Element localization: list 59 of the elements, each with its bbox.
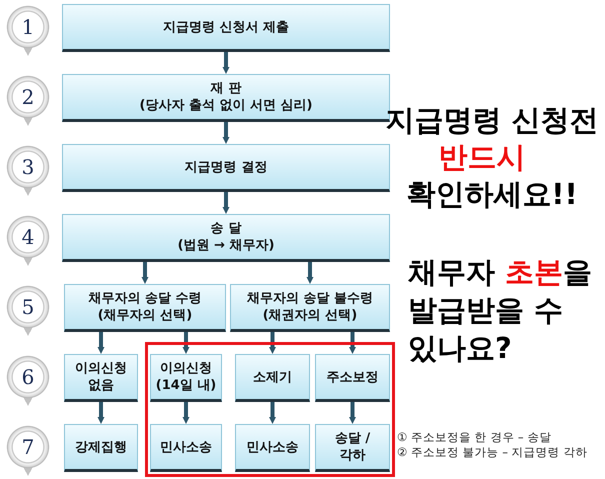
box-label: 민사소송	[160, 438, 212, 456]
step-number: 4	[20, 225, 36, 249]
callout-text: 채무자 초본을 발급받을 수 있나요?	[408, 254, 594, 367]
process-box	[64, 284, 226, 332]
box-title: 송 달	[210, 220, 242, 237]
box-title: 이의신청	[160, 360, 212, 377]
box-label: 송달 / 각하	[334, 430, 372, 464]
process-box	[235, 424, 310, 472]
process-box	[62, 214, 390, 262]
arrow	[222, 192, 230, 214]
box-label: 강제집행	[75, 438, 127, 456]
arrow	[182, 332, 190, 354]
arrow	[98, 402, 104, 424]
step-number: 1	[20, 15, 36, 39]
callout-text: 반드시	[438, 139, 526, 176]
arrow	[349, 332, 356, 354]
process-box	[230, 284, 390, 332]
process-box	[235, 354, 310, 402]
callout-text: 확인하세요!!	[405, 176, 579, 213]
box-label: 지급명령 신청서 제출	[162, 18, 290, 36]
step-number: 5	[20, 295, 36, 319]
process-box	[64, 424, 138, 472]
box-label: 소제기	[253, 368, 292, 386]
box-subtitle: (법원 → 채무자)	[178, 237, 274, 254]
step-number: 7	[20, 435, 36, 459]
step-number: 6	[20, 365, 36, 389]
process-box	[62, 4, 390, 52]
process-box	[150, 354, 222, 402]
box-subtitle: (채무자의 선택)	[98, 307, 192, 324]
arrow	[306, 262, 314, 284]
box-subtitle: (당사자 출석 없이 서면 심리)	[140, 97, 312, 114]
process-box	[62, 144, 390, 192]
box-label: 이의신청 없음	[74, 360, 128, 394]
box-title: 재 판	[210, 80, 242, 97]
arrow	[222, 52, 230, 74]
arrow	[269, 332, 276, 354]
box-label: 지급명령 결정	[184, 158, 268, 176]
process-box	[64, 354, 138, 402]
process-box	[315, 424, 390, 472]
step-number: 3	[20, 155, 36, 179]
box-title: 채무자의 송달 불수령	[246, 290, 374, 307]
box-title: 채무자의 송달 수령	[88, 290, 202, 307]
arrow	[98, 332, 104, 354]
arrow	[349, 402, 356, 424]
process-box	[150, 424, 222, 472]
step-number: 2	[20, 85, 36, 109]
highlight-frame	[145, 342, 395, 477]
box-label: 주소보정	[326, 368, 378, 386]
arrow	[222, 122, 230, 144]
box-subtitle: (14일 내)	[156, 377, 216, 394]
callout-text: 지급명령 신청전	[385, 102, 599, 139]
arrow	[142, 262, 148, 284]
arrow	[182, 402, 190, 424]
box-label: 민사소송	[246, 438, 298, 456]
arrow	[269, 402, 276, 424]
process-box	[315, 354, 390, 402]
footnote: ② 주소보정 불가능 – 지급명령 각하	[397, 445, 588, 460]
box-subtitle: (채권자의 선택)	[262, 307, 358, 324]
footnote: ① 주소보정을 한 경우 – 송달	[397, 430, 552, 445]
